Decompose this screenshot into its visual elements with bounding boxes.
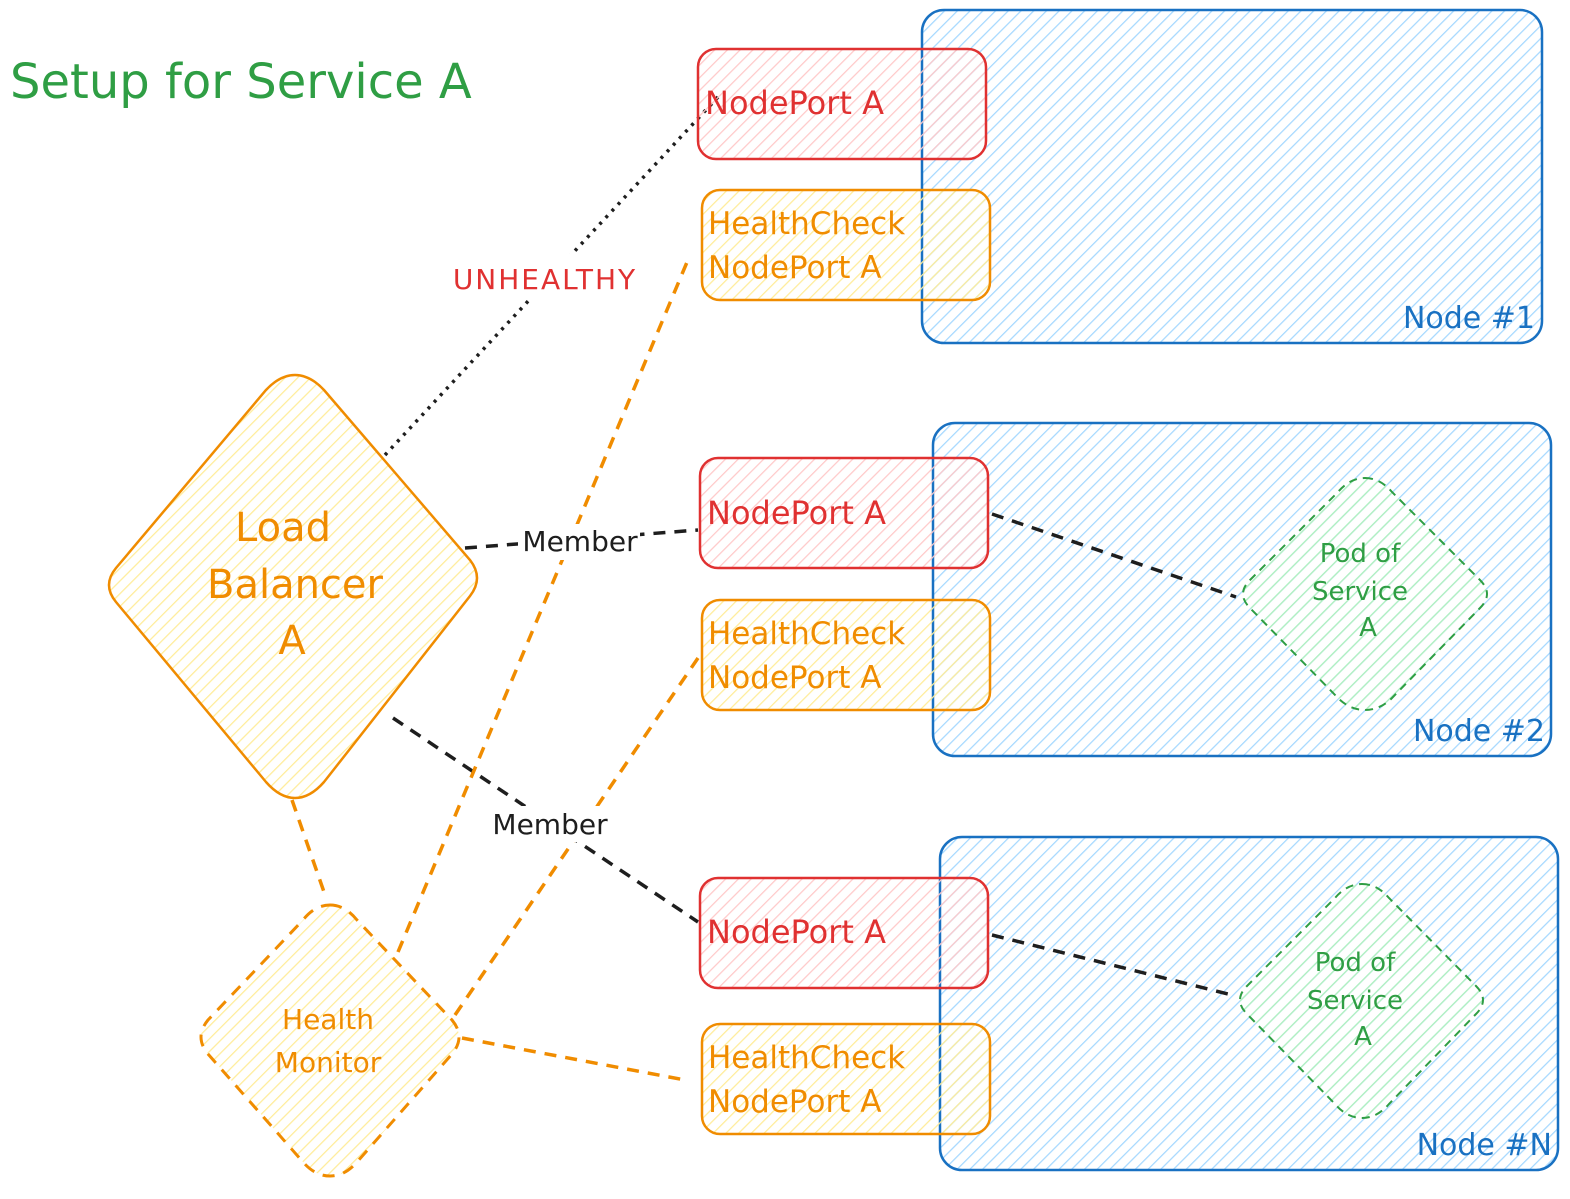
node-2-label: Node #2 [1413,714,1545,749]
healthcheck-node-1-line1: HealthCheck [708,206,905,242]
edge-label-member-node-2: Member [522,525,638,558]
pod-node-2-line3: A [1359,613,1377,643]
pod-node-2-line1: Pod of [1320,539,1401,569]
nodeport-node-1-label: NodePort A [705,84,884,122]
health-monitor-line2: Monitor [275,1046,382,1079]
diagram-title: Setup for Service A [10,54,472,110]
edge-monitor-healthcheck-n [461,1036,686,1082]
nodeport-node-n-label: NodePort A [707,913,886,951]
healthcheck-node-n-line2: NodePort A [708,1084,881,1120]
pod-node-n-line1: Pod of [1315,948,1396,978]
pod-node-n-line2: Service [1307,986,1403,1016]
edge-label-unhealthy: UNHEALTHY [453,263,637,296]
edge-label-member-node-n: Member [492,808,608,841]
healthcheck-node-2: HealthCheck NodePort A [700,598,992,712]
healthcheck-node-n: HealthCheck NodePort A [700,1022,992,1136]
node-n-label: Node #N [1417,1128,1552,1163]
health-monitor-line1: Health [282,1003,374,1036]
healthcheck-node-1: HealthCheck NodePort A [700,188,992,302]
load-balancer: Load Balancer A [107,373,479,800]
nodeport-node-2: NodePort A [698,456,990,570]
healthcheck-node-n-line1: HealthCheck [708,1040,905,1076]
node-1: Node #1 [920,8,1544,345]
load-balancer-line3: A [278,618,306,664]
health-monitor: Health Monitor [199,903,461,1178]
pod-node-2-line2: Service [1312,577,1408,607]
load-balancer-line2: Balancer [207,562,384,608]
pod-node-n-line3: A [1354,1022,1372,1052]
edge-member-node-n [392,716,699,924]
edge-nodeport-pod-2 [991,512,1237,599]
pod-node-n: Pod of Service A [1239,882,1484,1120]
nodeport-node-1: NodePort A [696,47,988,161]
nodeport-node-n: NodePort A [698,876,990,990]
load-balancer-line1: Load [235,505,331,551]
edge-lb-monitor [290,799,326,893]
healthcheck-node-1-line2: NodePort A [708,250,881,286]
node-1-label: Node #1 [1403,301,1535,336]
healthcheck-node-2-line1: HealthCheck [708,616,905,652]
nodeport-node-2-label: NodePort A [707,494,886,532]
pod-node-2: Pod of Service A [1242,476,1488,712]
healthcheck-node-2-line2: NodePort A [708,660,881,696]
edge-labels: UNHEALTHY Member Member [438,254,650,842]
